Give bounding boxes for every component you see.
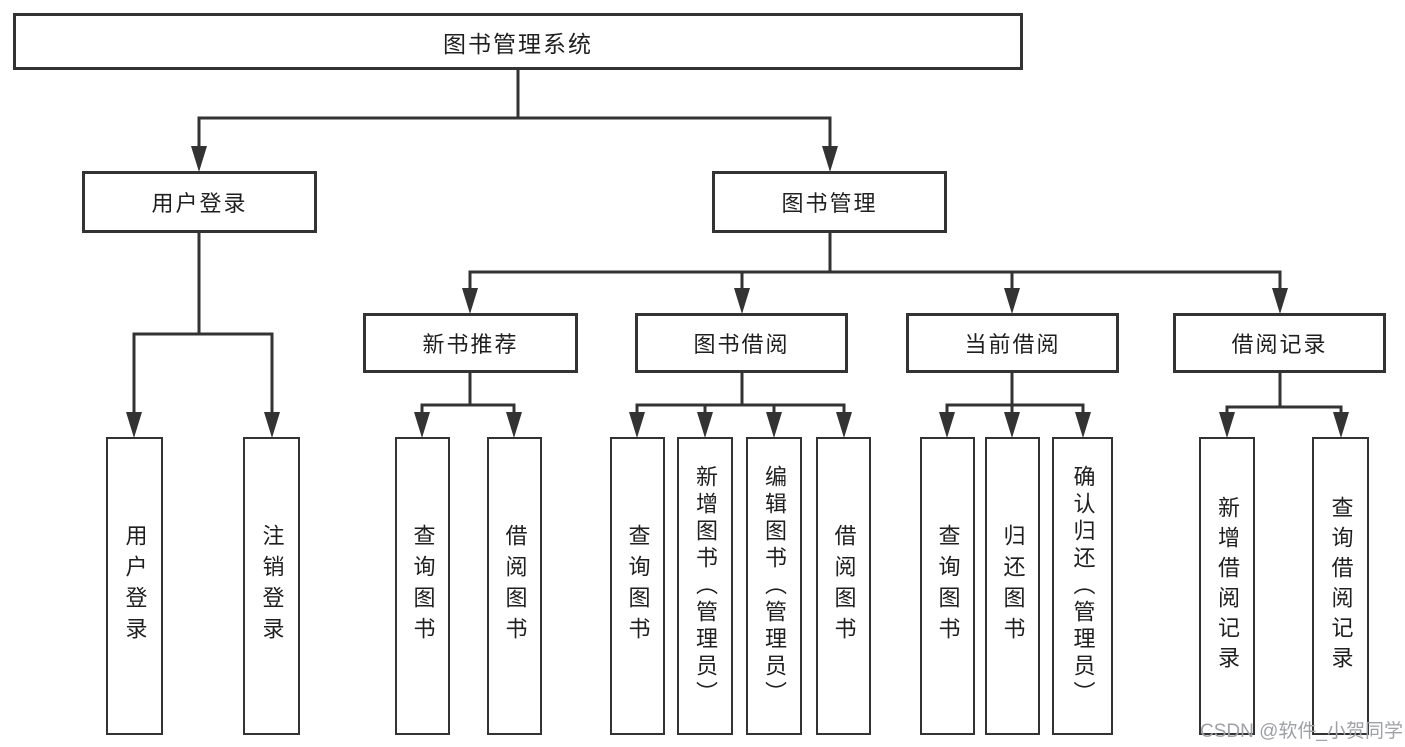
- node-label: 图书管理系统: [443, 30, 593, 57]
- leaf-borrow-books: 借阅图书: [487, 437, 542, 735]
- node-label: 当前借阅: [964, 332, 1061, 357]
- node-new-book-recommendation: 新书推荐: [363, 313, 578, 373]
- leaf-add-borrow-record: 新增借阅记录: [1199, 437, 1255, 735]
- node-label: 新增图书（管理员）: [693, 464, 718, 708]
- node-label: 查询图书: [625, 524, 651, 648]
- node-label: 编辑图书（管理员）: [762, 464, 787, 708]
- node-label: 借阅图书: [831, 524, 857, 648]
- leaf-confirm-return-admin: 确认归还（管理员）: [1052, 437, 1113, 735]
- leaf-query-books: 查询图书: [920, 437, 975, 735]
- node-label: 归还图书: [1000, 524, 1026, 648]
- node-label: 借阅图书: [502, 524, 528, 648]
- leaf-query-books: 查询图书: [395, 437, 450, 735]
- node-label: 查询借阅记录: [1328, 496, 1354, 676]
- node-label: 确认归还（管理员）: [1070, 464, 1096, 708]
- node-book-borrowing: 图书借阅: [635, 313, 848, 373]
- node-label: 新增借阅记录: [1215, 496, 1240, 676]
- node-current-borrowing: 当前借阅: [906, 313, 1119, 373]
- leaf-add-book-admin: 新增图书（管理员）: [677, 437, 733, 735]
- node-label: 图书借阅: [693, 332, 790, 357]
- node-label: 查询图书: [410, 524, 436, 648]
- arrowheads: [126, 146, 1349, 438]
- node-label: 新书推荐: [422, 332, 519, 357]
- csdn-watermark: CSDN @软件_小贺同学: [1200, 721, 1403, 742]
- node-root-system: 图书管理系统: [13, 13, 1023, 70]
- leaf-return-books: 归还图书: [985, 437, 1040, 735]
- node-label: 查询图书: [935, 524, 961, 648]
- leaf-query-borrow-record: 查询借阅记录: [1312, 437, 1369, 735]
- leaf-query-books: 查询图书: [610, 437, 665, 735]
- node-label: 图书管理: [781, 191, 878, 216]
- node-label: 用户登录: [151, 191, 248, 216]
- leaf-borrow-books: 借阅图书: [816, 437, 871, 735]
- leaf-logout: 注销登录: [243, 437, 300, 735]
- leaf-user-login: 用户登录: [106, 437, 163, 735]
- node-label: 借阅记录: [1231, 332, 1328, 357]
- node-book-management: 图书管理: [712, 171, 947, 233]
- leaf-edit-book-admin: 编辑图书（管理员）: [746, 437, 802, 735]
- node-label: 注销登录: [259, 524, 285, 648]
- node-label: 用户登录: [122, 524, 148, 648]
- node-borrowing-records: 借阅记录: [1173, 313, 1386, 373]
- node-user-login: 用户登录: [82, 171, 317, 233]
